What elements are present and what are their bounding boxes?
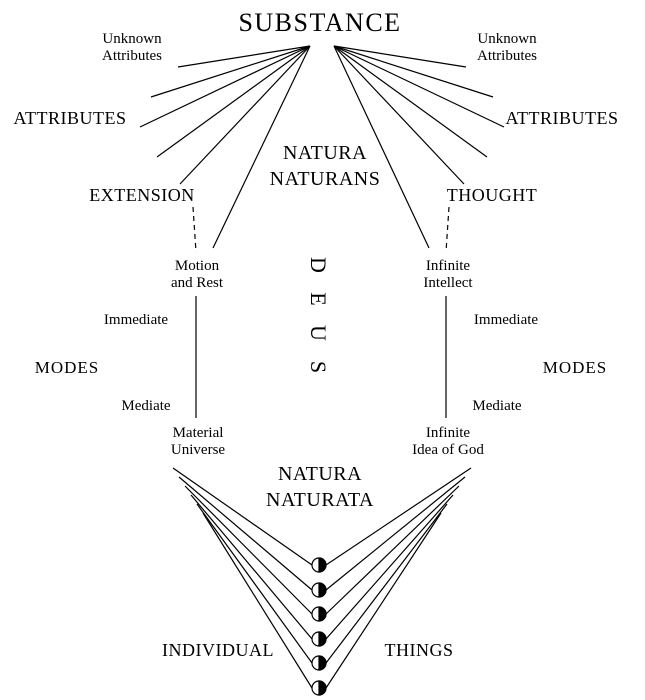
individual-thing-nodes [311,557,327,696]
immediate-left-label: Immediate [103,312,169,328]
attributes-left-label: ATTRIBUTES [13,108,127,128]
deus-label: D E U S [306,254,331,378]
substance-fan-right [333,45,505,249]
deus-letter-u: U [306,325,331,341]
thing-node [311,680,327,696]
thing-node [311,631,327,647]
deus-letter-d: D [306,257,331,273]
unknown-attributes-left-line1: Unknown [102,31,162,47]
things-label: THINGS [384,640,454,660]
natura-naturata-line2: NATURATA [266,489,374,511]
substance-label: SUBSTANCE [238,8,402,37]
material-universe-line1: Material [172,425,224,441]
deus-letter-s: S [306,360,331,374]
infinite-intellect-label: Infinite Intellect [423,258,472,293]
infinite-intellect-line1: Infinite [425,258,471,274]
mode-lines [195,296,447,418]
mediate-right-label: Mediate [472,398,522,414]
thought-label: THOUGHT [446,185,538,205]
thing-node [311,582,327,598]
natura-naturata-line1: NATURA [277,463,363,485]
modes-right-label: MODES [542,358,608,377]
material-universe-line2: Universe [170,442,226,459]
natura-naturans-label: NATURA NATURANS [270,140,381,192]
natura-naturata-label: NATURA NATURATA [266,461,374,513]
substance-fan-left [139,45,311,249]
motion-and-rest-line2: and Rest [170,275,224,292]
modes-left-label: MODES [34,358,100,377]
infinite-idea-label: Infinite Idea of God [412,425,484,460]
thing-node [311,606,327,622]
unknown-attributes-right-label: Unknown Attributes [477,31,537,66]
naturata-fan-left [172,467,313,689]
attributes-right-label: ATTRIBUTES [505,108,619,128]
individual-label: INDIVIDUAL [162,640,274,660]
motion-and-rest-line1: Motion [174,258,220,274]
motion-and-rest-label: Motion and Rest [171,258,223,293]
naturata-fan-right [325,467,472,689]
infinite-idea-line2: Idea of God [412,442,484,459]
deus-letter-e: E [306,292,331,306]
infinite-idea-line1: Infinite [425,425,471,441]
infinite-intellect-line2: Intellect [423,275,473,292]
extension-label: EXTENSION [89,185,195,205]
material-universe-label: Material Universe [171,425,225,460]
natura-naturans-line1: NATURA [282,142,368,164]
mediate-left-label: Mediate [121,398,171,414]
unknown-attributes-left-label: Unknown Attributes [102,31,162,66]
unknown-attributes-left-line2: Attributes [102,48,162,65]
dashed-connectors [192,206,450,253]
thing-node [311,557,327,573]
unknown-attributes-right-line2: Attributes [477,48,537,65]
thing-node [311,655,327,671]
natura-naturans-line2: NATURANS [269,168,381,190]
immediate-right-label: Immediate [473,312,539,328]
unknown-attributes-right-line1: Unknown [477,31,537,47]
